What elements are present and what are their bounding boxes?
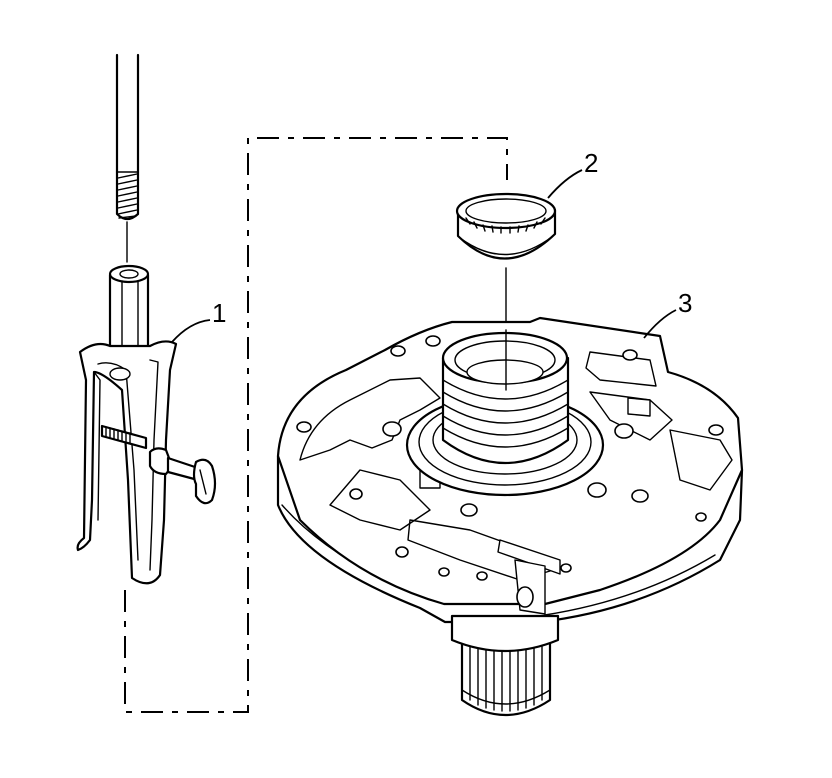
callout-1: 1 [171, 298, 226, 343]
clamp-body [76, 340, 178, 585]
callout-2: 2 [547, 148, 598, 199]
callout-label-2: 2 [584, 148, 598, 178]
puller-tool [76, 53, 217, 585]
needle-bearing [455, 192, 557, 331]
stator-hub [441, 329, 570, 464]
pump-body [276, 316, 744, 716]
threaded-rod [115, 53, 140, 263]
callout-3: 3 [643, 288, 692, 339]
clamp-screw [100, 424, 148, 450]
alignment-dashed-line [124, 137, 508, 713]
callout-label-1: 1 [212, 298, 226, 328]
hex-coupler [108, 264, 150, 354]
thumb-screw [148, 447, 217, 505]
splined-shaft [450, 614, 560, 716]
callout-label-3: 3 [678, 288, 692, 318]
